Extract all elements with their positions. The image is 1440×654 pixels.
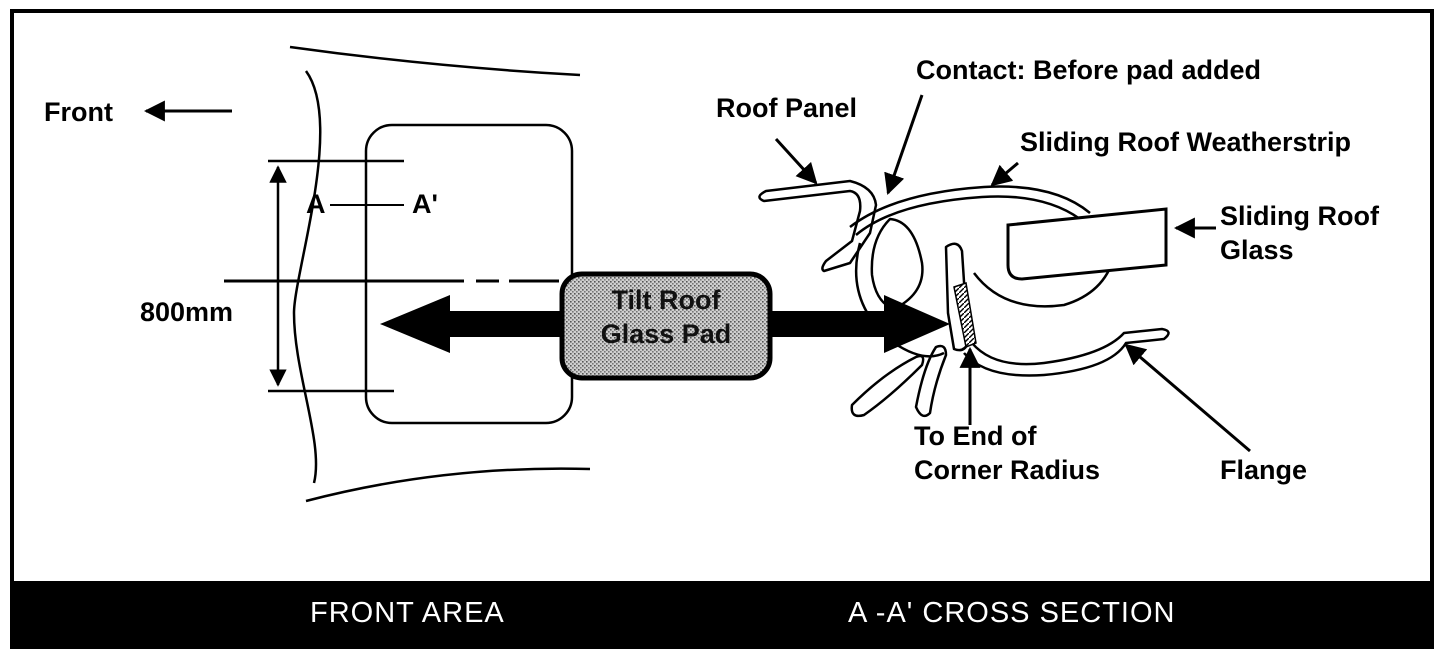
weatherstrip-inner <box>855 195 1081 236</box>
dimension-label: 800mm <box>140 297 234 327</box>
body-outline-top <box>289 45 581 77</box>
corner-label-line2: Corner Radius <box>914 455 1101 485</box>
pad-label-line1: Tilt Roof <box>611 285 721 315</box>
seal-bulb <box>854 242 945 358</box>
front-area-caption: FRONT AREA <box>310 597 505 629</box>
seal-lip <box>973 256 1116 308</box>
body-outline-left <box>292 70 322 484</box>
caption-bar: FRONT AREA A -A' CROSS SECTION <box>14 581 1430 645</box>
pad-contact-strip <box>953 282 977 349</box>
front-label: Front <box>44 97 113 127</box>
seal-body <box>870 217 924 311</box>
cross-section-drawing <box>758 179 1170 418</box>
weatherstrip-outer <box>849 185 1091 228</box>
diagram-frame: Front A A' 800mm Tilt Roof Glass Pad Con… <box>10 9 1434 649</box>
flange-shape <box>963 327 1170 377</box>
lower-leg-right <box>914 344 948 418</box>
flange-label: Flange <box>1220 455 1308 485</box>
leader-weatherstrip <box>990 161 1019 187</box>
contact-label: Contact: Before pad added <box>916 55 1262 85</box>
lower-leg-left <box>850 354 925 418</box>
weatherstrip-label: Sliding Roof Weatherstrip <box>1020 127 1352 157</box>
glass-label-line1: Sliding Roof <box>1220 201 1379 231</box>
corner-radius-label: To End of Corner Radius <box>914 419 1100 487</box>
front-area-drawing <box>143 45 591 503</box>
pad-label: Tilt Roof Glass Pad <box>562 283 770 351</box>
leader-contact <box>884 94 924 195</box>
corner-label-line1: To End of <box>914 421 1037 451</box>
sliding-roof-glass-shape <box>1006 207 1168 281</box>
leader-flange <box>1124 343 1251 453</box>
leader-roof-panel <box>774 137 818 185</box>
roof-panel-label: Roof Panel <box>716 93 858 123</box>
diagram-stage: Front A A' 800mm Tilt Roof Glass Pad Con… <box>14 13 1430 581</box>
diagram-drawing <box>143 45 1251 503</box>
section-start-label: A <box>306 189 326 219</box>
leader-arrows <box>774 94 1251 453</box>
section-end-label: A' <box>412 189 438 219</box>
roof-panel-shape <box>758 179 878 273</box>
glass-label-line2: Glass <box>1220 235 1294 265</box>
glass-label: Sliding Roof Glass <box>1220 199 1379 267</box>
cross-section-caption: A -A' CROSS SECTION <box>848 597 1176 629</box>
tilt-roof-glass-pad <box>559 271 773 381</box>
sunroof-opening <box>364 123 574 425</box>
pad-label-line2: Glass Pad <box>600 319 732 349</box>
body-outline-bottom <box>305 467 591 503</box>
